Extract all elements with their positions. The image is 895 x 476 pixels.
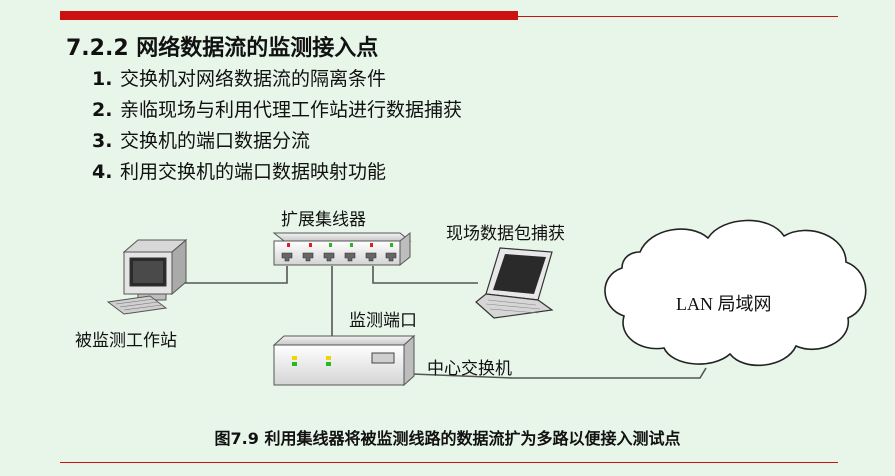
capture-label: 现场数据包捕获 [446,224,565,244]
switch-leds [292,356,331,366]
item-number: 4. [92,161,113,183]
item-number: 1. [92,68,113,90]
hub-ports [281,252,397,262]
item-number: 3. [92,130,113,152]
hub-to-laptop-line [372,266,478,284]
connection-lines [182,266,707,379]
switch-port-panel [371,352,395,364]
item-text: 亲临现场与利用代理工作站进行数据捕获 [120,99,463,121]
hub-leds [287,243,393,247]
workstation-computer-icon [106,238,188,315]
list-item: 2. 亲临现场与利用代理工作站进行数据捕获 [92,95,462,126]
point-list: 1. 交换机对网络数据流的隔离条件 2. 亲临现场与利用代理工作站进行数据捕获 3.… [92,64,462,188]
switch-to-lan-line [411,367,707,379]
hub-label: 扩展集线器 [281,210,366,230]
section-title: 7.2.2 网络数据流的监测接入点 [66,36,379,61]
list-item: 3. 交换机的端口数据分流 [92,126,462,157]
hub-side [399,231,411,267]
list-item: 1. 交换机对网络数据流的隔离条件 [92,64,462,95]
monitor-port-label: 监测端口 [349,311,417,331]
item-number: 2. [92,99,113,121]
workstation-to-hub-line [182,266,288,284]
top-accent-bar [60,11,518,20]
lan-label: LAN 局域网 [676,294,772,314]
switch-label: 中心交换机 [427,359,512,379]
top-accent-line [518,16,838,17]
hub-front [273,240,401,266]
bottom-accent-line [60,462,838,463]
workstation-label: 被监测工作站 [75,331,177,351]
hub-top [272,232,412,242]
item-text: 利用交换机的端口数据映射功能 [120,161,387,183]
hub-device [272,231,412,267]
list-item: 4. 利用交换机的端口数据映射功能 [92,157,462,188]
laptop-icon [475,247,554,319]
item-text: 交换机对网络数据流的隔离条件 [120,68,387,90]
lan-cloud [604,219,867,367]
figure-caption: 图7.9 利用集线器将被监测线路的数据流扩为多路以便接入测试点 [214,429,681,448]
switch-device [272,334,416,387]
item-text: 交换机的端口数据分流 [120,130,311,152]
